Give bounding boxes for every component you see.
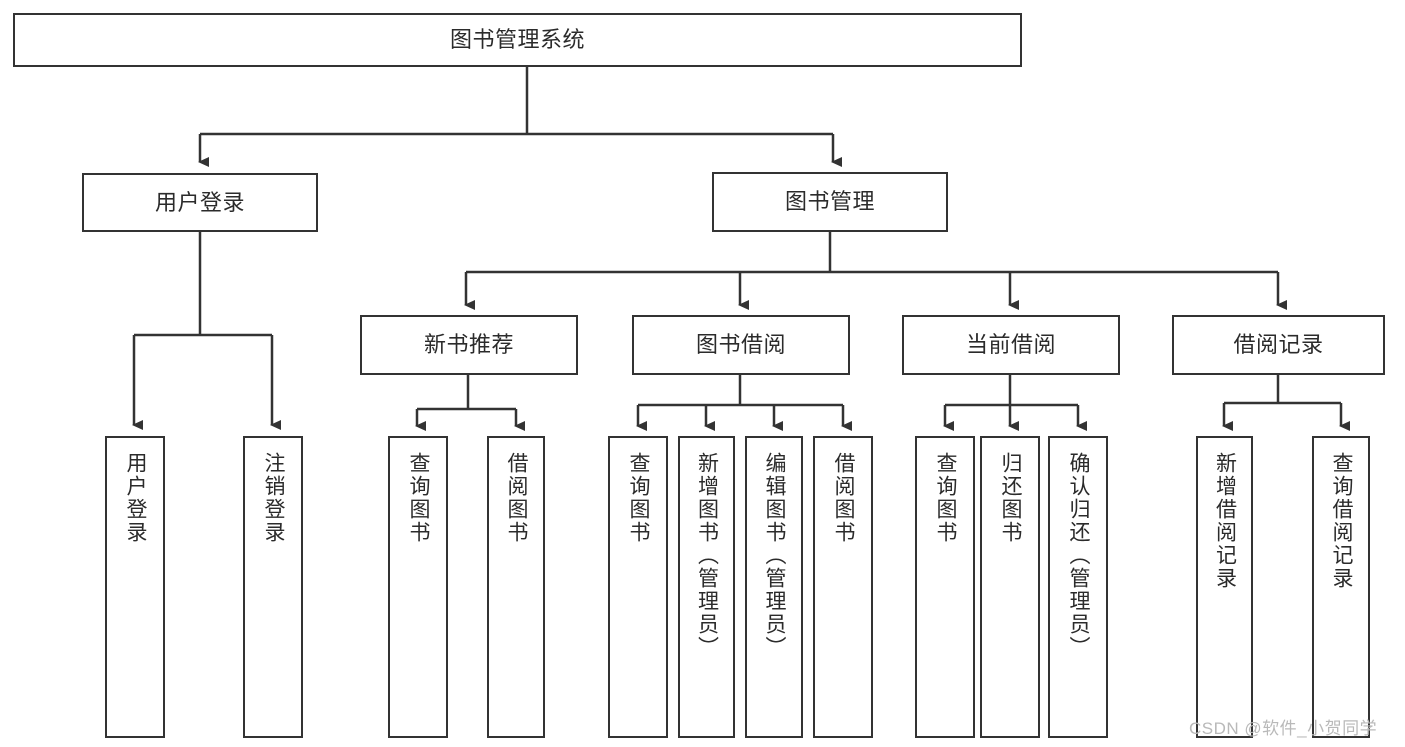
- leaf-borrow-book-2[interactable]: 借阅图书: [813, 436, 873, 738]
- node-label: 图书管理系统: [449, 27, 585, 53]
- node-label: 新书推荐: [423, 332, 514, 358]
- leaf-return-book[interactable]: 归还图书: [980, 436, 1040, 738]
- node-label: 借阅图书: [832, 452, 856, 544]
- leaf-borrow-book-1[interactable]: 借阅图书: [487, 436, 545, 738]
- node-label: 当前借阅: [965, 332, 1056, 358]
- node-label: 查询图书: [934, 452, 958, 544]
- node-new-book-recommend[interactable]: 新书推荐: [360, 315, 578, 375]
- node-label: 图书管理: [784, 189, 875, 215]
- leaf-confirm-return[interactable]: 确认归还（管理员）: [1048, 436, 1108, 738]
- node-current-borrow[interactable]: 当前借阅: [902, 315, 1120, 375]
- leaf-query-borrow-record[interactable]: 查询借阅记录: [1312, 436, 1370, 738]
- node-label: 归还图书: [999, 452, 1023, 544]
- node-user-login[interactable]: 用户登录: [82, 173, 318, 232]
- node-book-management[interactable]: 图书管理: [712, 172, 948, 232]
- node-label: 注销登录: [262, 452, 286, 544]
- node-book-borrow[interactable]: 图书借阅: [632, 315, 850, 375]
- node-book-management-system[interactable]: 图书管理系统: [13, 13, 1022, 67]
- leaf-user-login[interactable]: 用户登录: [105, 436, 165, 738]
- node-label: 图书借阅: [695, 332, 786, 358]
- csdn-watermark: CSDN @软件_小贺同学: [1189, 719, 1378, 738]
- node-label: 查询图书: [407, 452, 431, 544]
- leaf-query-book-2[interactable]: 查询图书: [608, 436, 668, 738]
- leaf-query-book-3[interactable]: 查询图书: [915, 436, 975, 738]
- node-label: 用户登录: [154, 189, 245, 215]
- node-label: 借阅记录: [1233, 332, 1324, 358]
- node-label: 借阅图书: [505, 452, 529, 544]
- node-label: 查询借阅记录: [1330, 452, 1354, 590]
- node-borrow-record[interactable]: 借阅记录: [1172, 315, 1385, 375]
- node-label: 确认归还（管理员）: [1067, 452, 1091, 659]
- node-label: 查询图书: [627, 452, 651, 544]
- leaf-add-borrow-record[interactable]: 新增借阅记录: [1196, 436, 1253, 738]
- leaf-query-book-1[interactable]: 查询图书: [388, 436, 448, 738]
- node-label: 新增借阅记录: [1213, 452, 1237, 590]
- node-label: 用户登录: [124, 452, 148, 544]
- leaf-add-book[interactable]: 新增图书（管理员）: [678, 436, 735, 738]
- leaf-logout-login[interactable]: 注销登录: [243, 436, 303, 738]
- node-label: 编辑图书（管理员）: [763, 452, 787, 659]
- node-label: 新增图书（管理员）: [695, 452, 719, 659]
- leaf-edit-book[interactable]: 编辑图书（管理员）: [745, 436, 803, 738]
